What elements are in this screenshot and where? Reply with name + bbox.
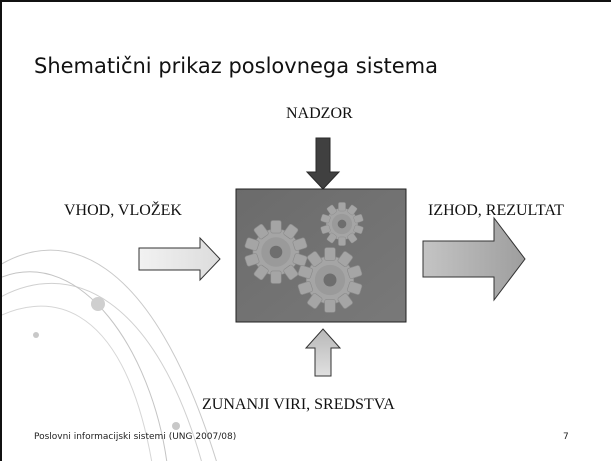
gear-icon (319, 202, 365, 246)
resources-arrow (304, 328, 342, 377)
decorative-dot (91, 297, 105, 311)
decorative-dot (33, 332, 39, 338)
control-arrow (305, 137, 341, 190)
control-label: NADZOR (286, 105, 353, 122)
gear-icon (296, 247, 364, 313)
page-number: 7 (563, 432, 569, 442)
output-arrow (422, 216, 526, 302)
resources-label: ZUNANJI VIRI, SREDSTVA (202, 396, 395, 413)
slide-title: Shematični prikaz poslovnega sistema (34, 54, 439, 78)
input-arrow (138, 236, 221, 282)
footer-course: Poslovni informacijski sistemi (UNG 2007… (34, 432, 237, 442)
input-label: VHOD, VLOŽEK (64, 202, 182, 219)
decorative-dot (172, 422, 180, 430)
output-label: IZHOD, REZULTAT (428, 202, 564, 219)
